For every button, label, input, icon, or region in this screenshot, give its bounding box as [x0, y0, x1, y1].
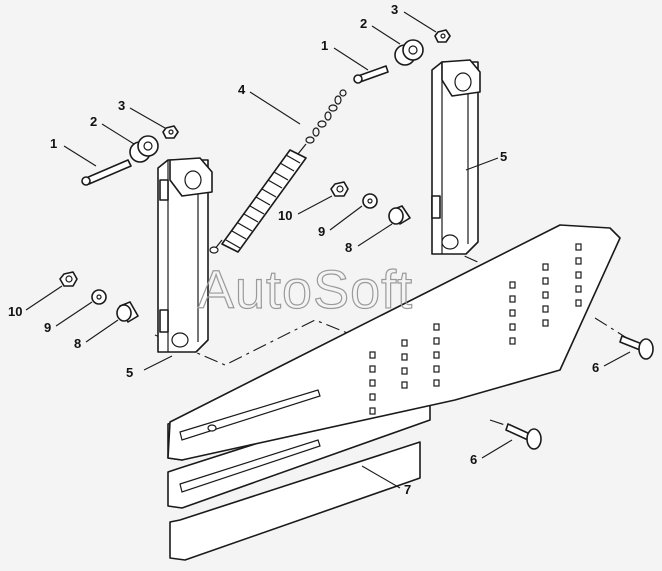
callout-8-left: 8 [74, 336, 81, 351]
callout-10-middle: 10 [278, 208, 292, 223]
plate-hole-grid [369, 243, 582, 415]
part-6-bolt-right [619, 335, 654, 360]
callout-5-left: 5 [126, 365, 133, 380]
callout-2-left: 2 [90, 114, 97, 129]
callout-4: 4 [238, 82, 246, 97]
part-5-left-arm [157, 157, 213, 353]
callout-6-right: 6 [592, 360, 599, 375]
callout-10-left: 10 [8, 304, 22, 319]
callout-8-middle: 8 [345, 240, 352, 255]
callout-7: 7 [404, 482, 411, 497]
callout-5-right: 5 [500, 149, 507, 164]
part-7-mounting-plate [167, 224, 621, 561]
part-9-washer-middle [362, 193, 378, 209]
part-3-nut-left [162, 125, 179, 139]
part-10-nut-middle [330, 181, 349, 197]
callout-3-left: 3 [118, 98, 125, 113]
callout-2-right: 2 [360, 16, 367, 31]
part-1-bolt-left [81, 159, 132, 186]
part-5-right-arm [431, 59, 481, 255]
callout-3-right: 3 [391, 2, 398, 17]
callout-1-right: 1 [321, 38, 328, 53]
part-2-collar-right [394, 39, 424, 66]
part-3-nut-right [434, 29, 451, 43]
leader-lines [25, 11, 631, 489]
part-8-spacer-left [116, 301, 139, 323]
callout-9-middle: 9 [318, 224, 325, 239]
callout-1-left: 1 [50, 136, 57, 151]
callout-9-left: 9 [44, 320, 51, 335]
part-2-collar-left [129, 135, 159, 163]
part-6-bolt-lower [505, 423, 542, 450]
part-1-bolt-right [353, 65, 389, 84]
callout-labels: 1 2 3 1 2 3 4 5 5 10 9 8 10 9 8 6 6 7 [8, 2, 599, 497]
part-9-washer-left [91, 289, 107, 305]
part-4-spring-chain [209, 89, 347, 254]
part-8-spacer-middle [388, 205, 411, 225]
watermark-autosoft: AutoSoft [198, 260, 413, 320]
callout-6-lower: 6 [470, 452, 477, 467]
part-10-nut-left [59, 271, 78, 287]
